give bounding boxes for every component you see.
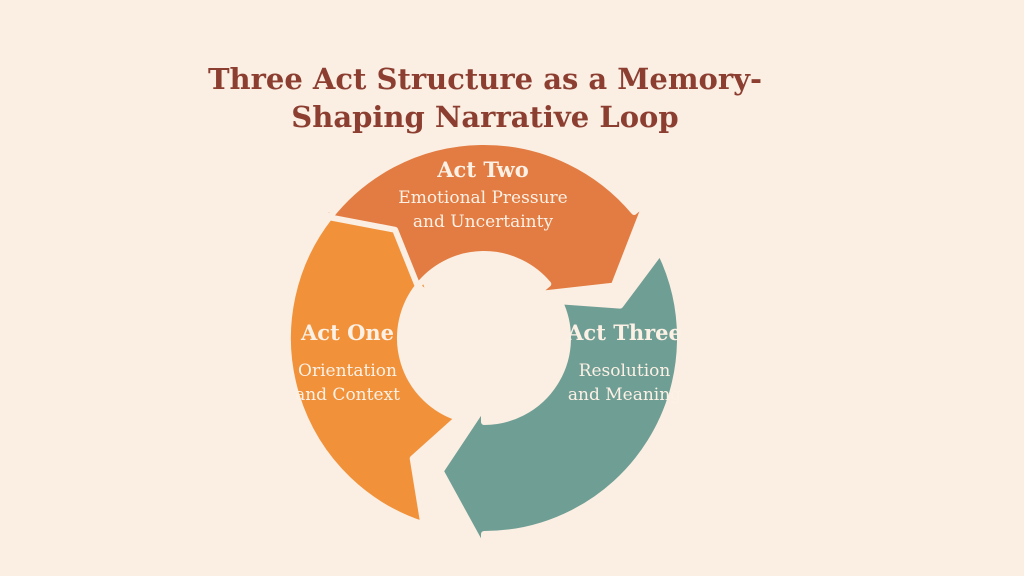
diagram-title: Three Act Structure as a Memory-Shaping … (207, 62, 763, 134)
act-three-description-line1: Resolution (578, 361, 671, 381)
act-three-arrow (437, 249, 684, 553)
act-one-description-line1: Orientation (298, 361, 397, 381)
act-two-title: Act Two (437, 157, 529, 182)
act-three-label: Act Three Resolution and Meaning (562, 320, 687, 407)
act-one-description-line2: and Context (295, 385, 400, 405)
act-one-label: Act One Orientation and Context (285, 320, 410, 407)
act-two-label: Act Two Emotional Pressure and Uncertain… (388, 157, 578, 234)
act-one-title: Act One (300, 320, 394, 345)
act-two-description-line1: Emotional Pressure (398, 188, 568, 208)
act-two-arrow (326, 139, 650, 298)
act-three-description-line2: and Meaning (567, 385, 682, 405)
act-three-title: Act Three (567, 320, 682, 345)
act-two-description-line2: and Uncertainty (412, 212, 554, 232)
